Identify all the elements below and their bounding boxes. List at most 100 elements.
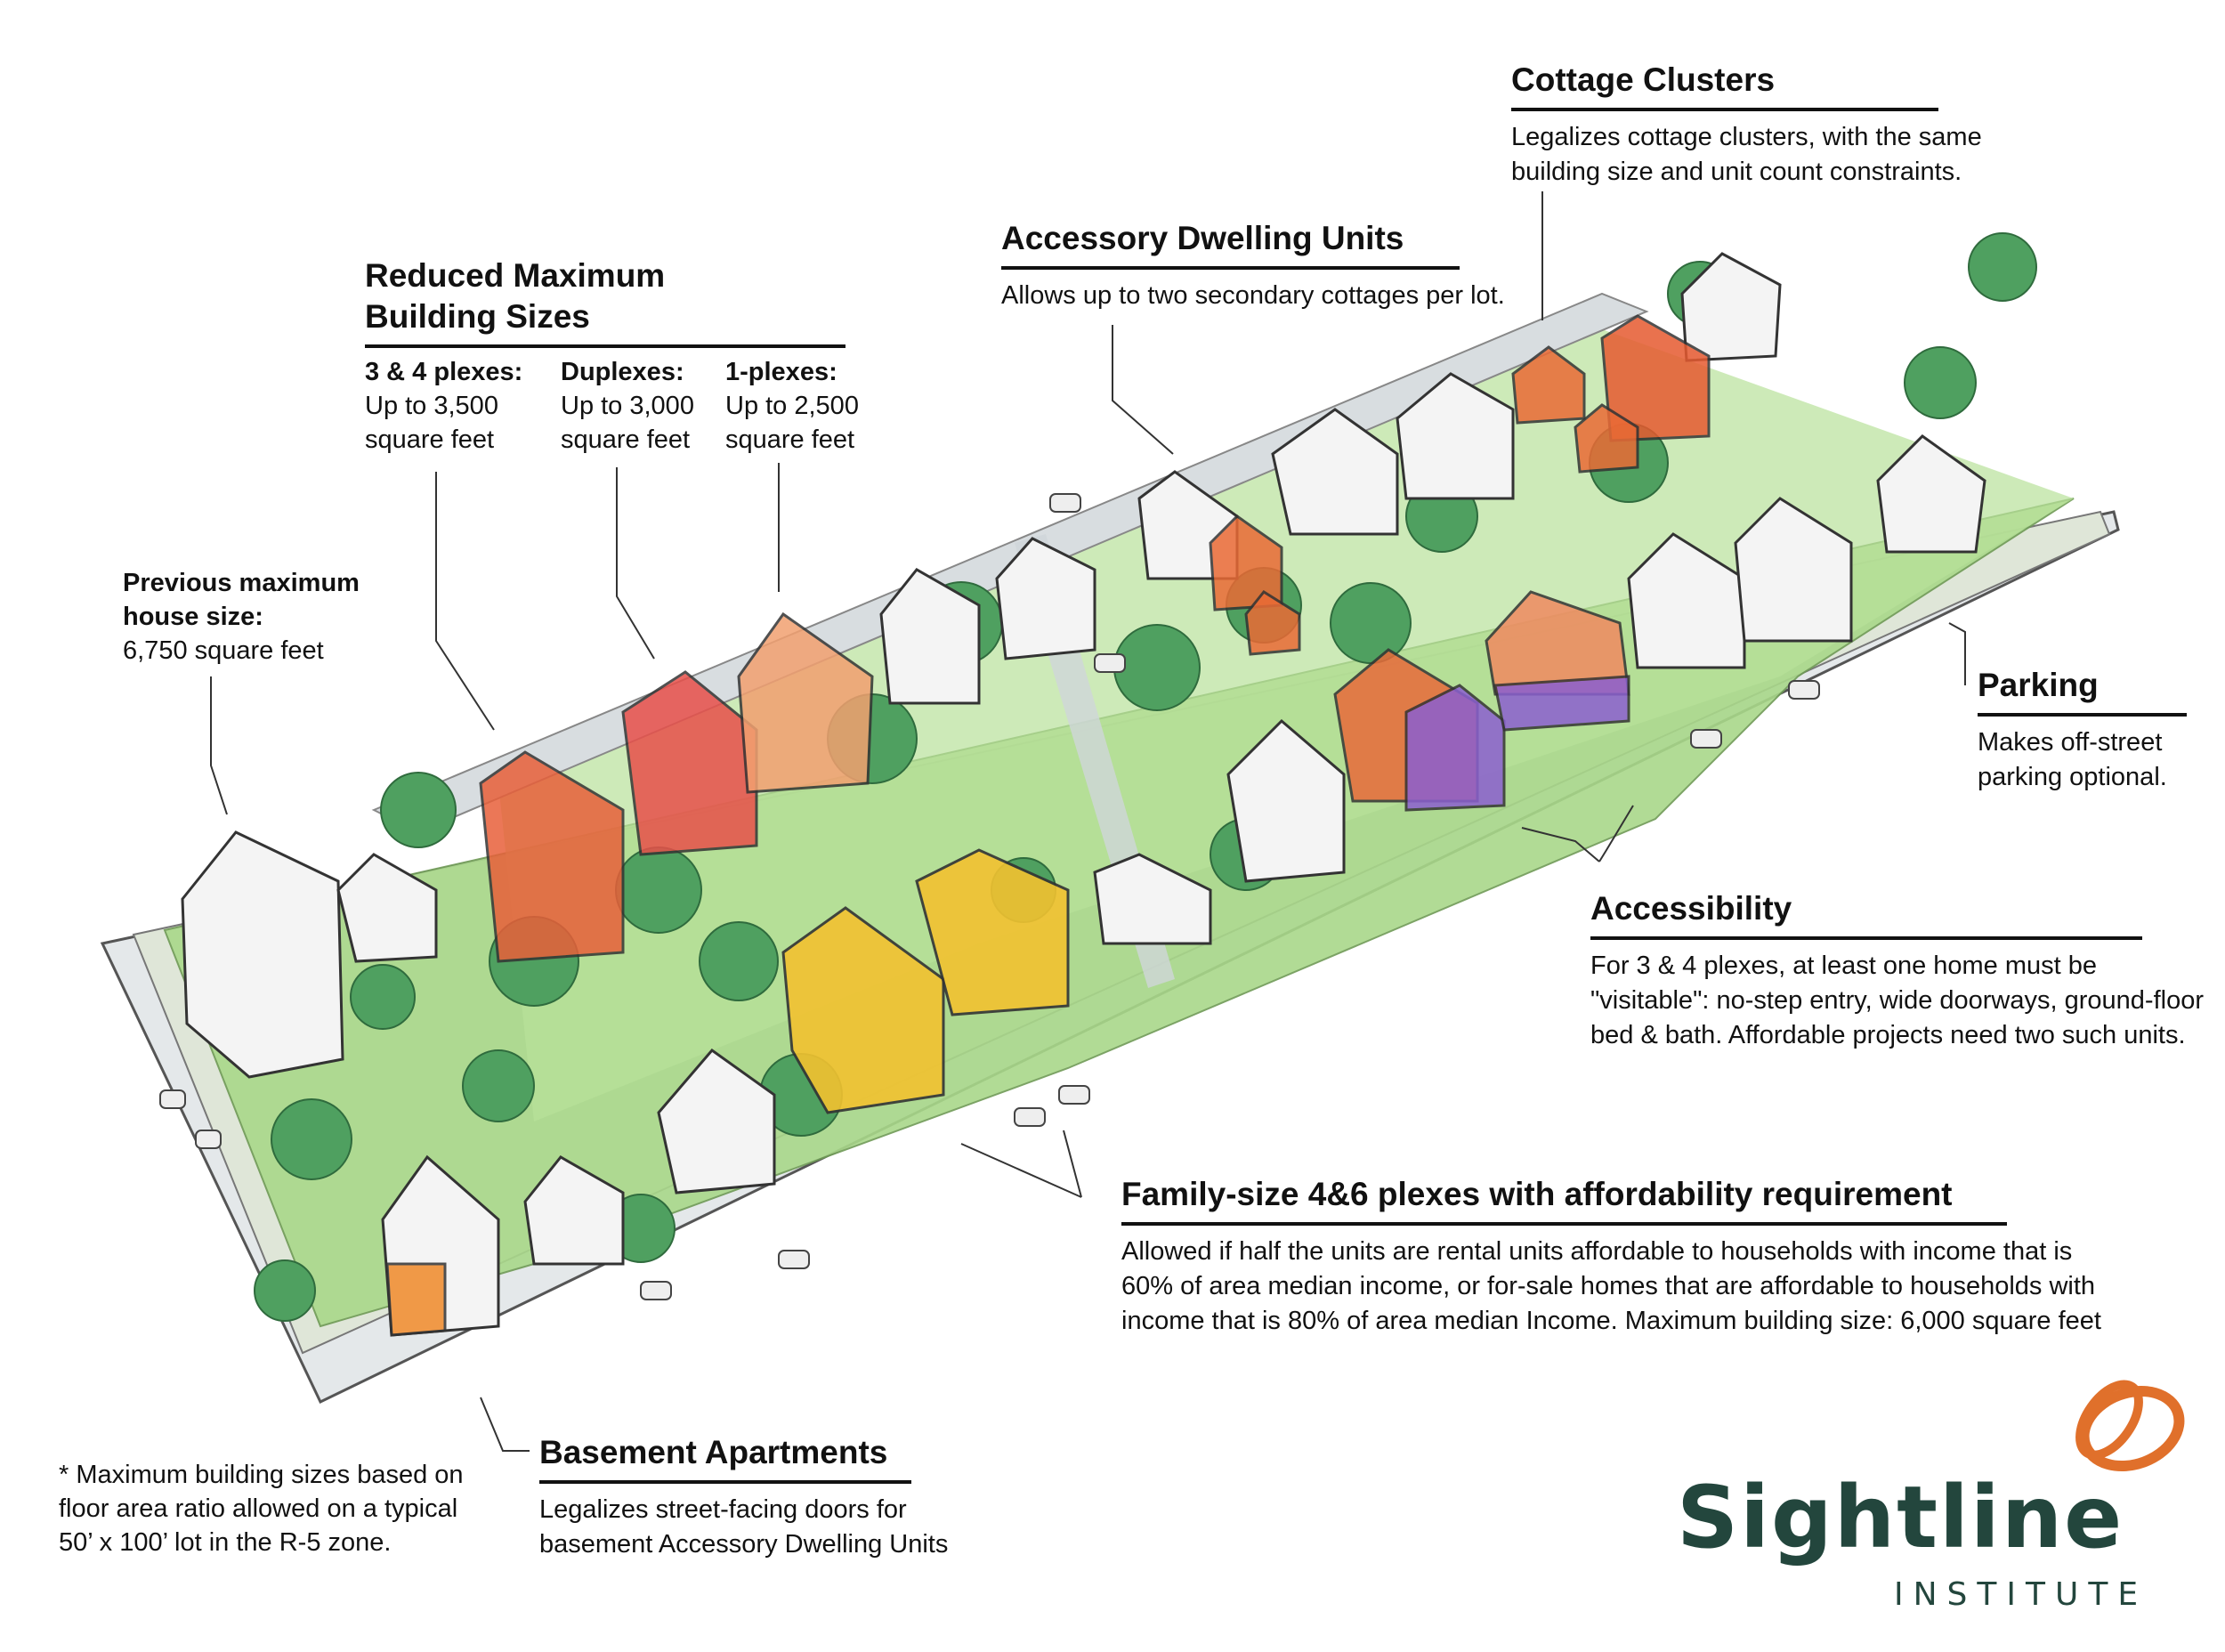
visitable-unit bbox=[1404, 684, 1506, 812]
tree bbox=[271, 1098, 352, 1180]
logo-name: Sightline bbox=[1677, 1468, 2124, 1567]
parking-line1: Makes off-street bbox=[1978, 728, 2163, 757]
column-head: Duplexes: bbox=[561, 358, 684, 386]
parking-title: Parking bbox=[1978, 664, 2187, 717]
adu-text: Allows up to two secondary cottages per … bbox=[1001, 281, 1505, 310]
basement-block: Basement Apartments Legalizes street-fac… bbox=[539, 1431, 949, 1562]
accessibility-line3: bed & bath. Affordable projects need two… bbox=[1590, 1021, 2186, 1049]
column-line: Up to 3,000 bbox=[561, 392, 694, 420]
family-line2: 60% of area median income, or for-sale h… bbox=[1121, 1272, 2096, 1300]
leader-line bbox=[1598, 805, 1634, 862]
house bbox=[1226, 718, 1346, 883]
leader-line bbox=[435, 472, 495, 731]
column-line: square feet bbox=[725, 425, 855, 454]
house bbox=[657, 1048, 776, 1194]
tree bbox=[254, 1259, 316, 1322]
accessibility-title: Accessibility bbox=[1590, 887, 2142, 940]
leader-line bbox=[1521, 827, 1600, 862]
accessibility-line2: "visitable": no-step entry, wide doorway… bbox=[1590, 986, 2204, 1015]
basement-door bbox=[385, 1262, 447, 1337]
family-plex bbox=[781, 906, 945, 1114]
tree bbox=[1968, 232, 2037, 302]
family-line3: income that is 80% of area median Income… bbox=[1121, 1307, 2101, 1335]
leader-line bbox=[480, 1397, 530, 1452]
basement-line1: Legalizes street-facing doors for bbox=[539, 1495, 907, 1524]
house bbox=[1271, 408, 1399, 536]
houses-purple bbox=[1404, 675, 1630, 812]
visitable-unit bbox=[1493, 675, 1630, 732]
cottage-line2: building size and unit count constraints… bbox=[1511, 158, 1962, 186]
car bbox=[195, 1130, 222, 1149]
leader-line bbox=[960, 1143, 1082, 1198]
leader-line bbox=[210, 676, 228, 815]
logo-subtitle: INSTITUTE bbox=[1894, 1576, 2148, 1613]
car bbox=[1014, 1107, 1046, 1127]
column-1-plexes: 1-plexes: Up to 2,500 square feet bbox=[725, 355, 859, 457]
house bbox=[523, 1155, 625, 1266]
cottage-line1: Legalizes cottage clusters, with the sam… bbox=[1511, 123, 1982, 151]
house bbox=[1734, 497, 1853, 643]
reduced-sizes-title-line1: Reduced Maximum bbox=[365, 257, 666, 294]
reduced-sizes-title: Reduced Maximum Building Sizes bbox=[365, 255, 846, 348]
footnote-line1: * Maximum building sizes based on bbox=[59, 1461, 464, 1489]
column-line: square feet bbox=[561, 425, 691, 454]
reduced-sizes-columns: 3 & 4 plexes: Up to 3,500 square feet Du… bbox=[365, 355, 859, 462]
parking-line2: parking optional. bbox=[1978, 763, 2167, 791]
tree bbox=[1330, 582, 1412, 664]
tree bbox=[350, 964, 416, 1030]
house bbox=[1093, 853, 1212, 945]
one-plex bbox=[737, 611, 874, 794]
houses-yellow bbox=[781, 848, 1070, 1114]
house-large-previous-max bbox=[181, 830, 344, 1079]
house bbox=[995, 537, 1096, 660]
leader-line bbox=[616, 467, 655, 660]
adu-block: Accessory Dwelling Units Allows up to tw… bbox=[1001, 217, 1505, 313]
tree bbox=[380, 772, 457, 848]
column-line: Up to 3,500 bbox=[365, 392, 498, 420]
cottage bbox=[1511, 345, 1586, 425]
house bbox=[1396, 372, 1515, 500]
cottage-block: Cottage Clusters Legalizes cottage clust… bbox=[1511, 59, 1982, 190]
tree bbox=[615, 846, 702, 934]
family-block: Family-size 4&6 plexes with affordabilit… bbox=[1121, 1173, 2101, 1339]
family-title: Family-size 4&6 plexes with affordabilit… bbox=[1121, 1173, 2007, 1226]
leader-line bbox=[1948, 622, 1966, 685]
car bbox=[1058, 1085, 1090, 1105]
fourplex bbox=[479, 750, 625, 963]
column-duplexes: Duplexes: Up to 3,000 square feet bbox=[561, 355, 694, 457]
car bbox=[1788, 680, 1820, 700]
adu-title: Accessory Dwelling Units bbox=[1001, 217, 1460, 270]
adu-cottage bbox=[1244, 590, 1301, 656]
basement-line2: basement Accessory Dwelling Units bbox=[539, 1530, 949, 1559]
column-3-4-plexes: 3 & 4 plexes: Up to 3,500 square feet bbox=[365, 355, 522, 457]
house bbox=[336, 853, 438, 963]
column-line: square feet bbox=[365, 425, 495, 454]
house bbox=[879, 568, 981, 705]
reduced-sizes-block: Reduced Maximum Building Sizes 3 & 4 ple… bbox=[365, 255, 859, 462]
tree bbox=[462, 1049, 535, 1122]
family-plex bbox=[915, 848, 1070, 1016]
parking-block: Parking Makes off-street parking optiona… bbox=[1978, 664, 2187, 795]
reduced-sizes-title-line2: Building Sizes bbox=[365, 298, 590, 335]
car bbox=[1049, 493, 1081, 513]
previous-max-block: Previous maximum house size: 6,750 squar… bbox=[123, 566, 360, 668]
house bbox=[1876, 434, 1986, 554]
houses-orange bbox=[385, 314, 1711, 1337]
houses-white bbox=[181, 252, 1986, 1337]
car bbox=[640, 1281, 672, 1300]
footnote-line3: 50’ x 100’ lot in the R-5 zone. bbox=[59, 1528, 392, 1557]
car bbox=[1690, 729, 1722, 749]
car bbox=[159, 1089, 186, 1109]
leader-line bbox=[1063, 1130, 1082, 1198]
cottage bbox=[1574, 403, 1639, 474]
cars bbox=[159, 493, 1820, 1300]
basement-title: Basement Apartments bbox=[539, 1431, 911, 1484]
tree bbox=[699, 921, 779, 1001]
leader-lines bbox=[210, 191, 1966, 1452]
tree bbox=[1113, 624, 1201, 711]
leader-line bbox=[1112, 325, 1174, 455]
previous-max-line3: 6,750 square feet bbox=[123, 636, 324, 665]
logo-rings-icon bbox=[2075, 1380, 2185, 1472]
footnote-line2: floor area ratio allowed on a typical bbox=[59, 1494, 458, 1523]
